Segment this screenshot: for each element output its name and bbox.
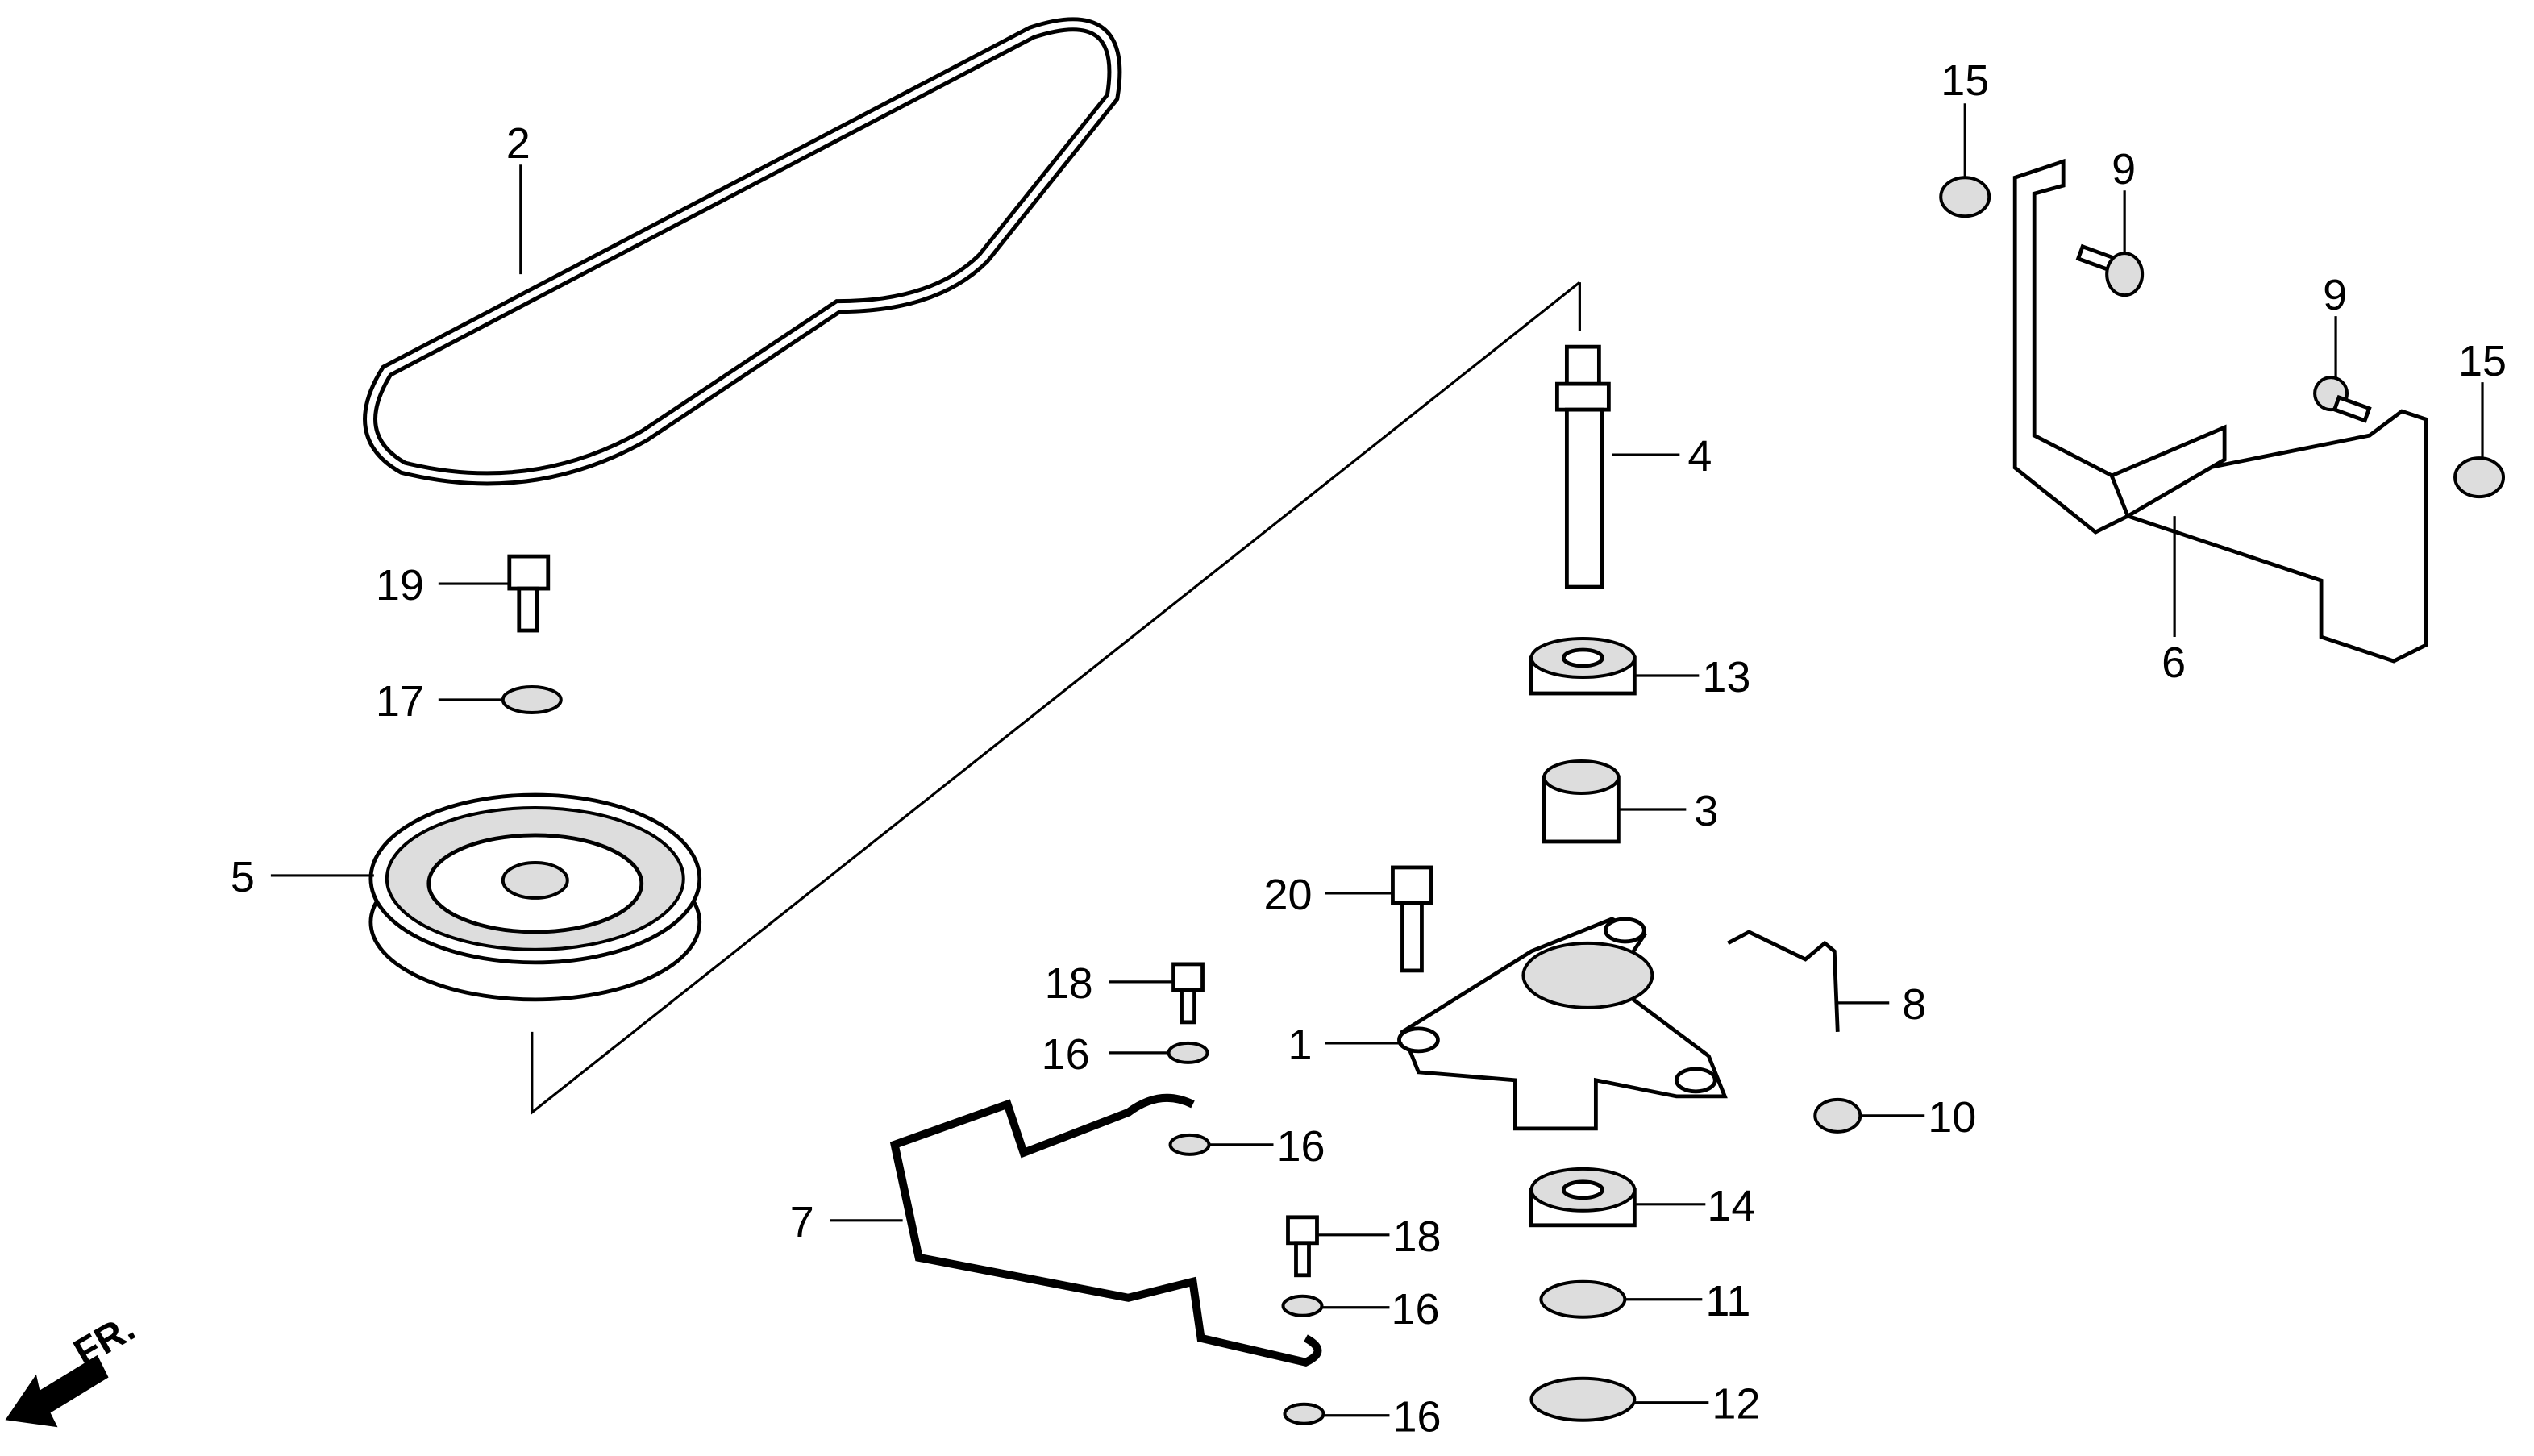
bracket [1727, 930, 1840, 1032]
callout-15: 15 [1941, 56, 1989, 105]
front-direction-arrow: FR. [5, 1307, 142, 1428]
callout-20: 20 [1264, 871, 1313, 919]
callout-9: 9 [2112, 145, 2136, 193]
washer [501, 685, 563, 715]
rod [889, 1093, 1322, 1367]
callout-2: 2 [506, 119, 531, 168]
callout-19: 19 [376, 561, 424, 609]
callout-9: 9 [2323, 271, 2347, 319]
callout-15: 15 [2458, 337, 2507, 385]
callout-6: 6 [2162, 639, 2186, 687]
front-label: FR. [67, 1307, 142, 1375]
washer [1167, 1041, 1209, 1064]
callout-18: 18 [1045, 959, 1093, 1008]
callout-16: 16 [1276, 1122, 1325, 1171]
drive-belt [363, 17, 1122, 486]
washer [1283, 1402, 1325, 1425]
callout-16: 16 [1042, 1030, 1090, 1079]
spindle-housing [1397, 917, 1728, 1131]
callout-13: 13 [1702, 653, 1750, 701]
flange-bolt [507, 554, 551, 633]
flange-bolt [1286, 1215, 1319, 1278]
callout-3: 3 [1694, 787, 1718, 835]
flange-nut [1813, 1097, 1862, 1134]
callout-5: 5 [231, 853, 255, 901]
callout-16: 16 [1391, 1285, 1439, 1333]
flange-bolt [1171, 962, 1205, 1025]
callout-4: 4 [1687, 432, 1712, 480]
leader-lines [270, 103, 2484, 1417]
flange-nut [1939, 176, 1991, 218]
washer [1168, 1133, 1211, 1156]
washer [1529, 1376, 1637, 1422]
bolt [2075, 243, 2145, 297]
callout-17: 17 [376, 677, 424, 726]
flange-nut [2453, 456, 2506, 499]
callout-10: 10 [1928, 1093, 1976, 1142]
callout-16: 16 [1392, 1393, 1441, 1441]
callout-12: 12 [1712, 1380, 1760, 1429]
bolt [2313, 376, 2372, 423]
callout-7: 7 [790, 1198, 814, 1246]
assembly-outline [531, 281, 1581, 1116]
bearing [1529, 637, 1637, 696]
callout-8: 8 [1902, 980, 1926, 1029]
callout-14: 14 [1707, 1182, 1755, 1230]
bearing [1529, 1167, 1637, 1228]
callout-11: 11 [1705, 1277, 1750, 1325]
collar [1542, 759, 1621, 844]
seal [1539, 1279, 1627, 1319]
part-callouts: 2 19 17 5 4 13 3 20 18 16 16 1 8 10 14 7… [231, 56, 2507, 1441]
pulley [368, 792, 702, 1002]
callout-18: 18 [1392, 1213, 1441, 1261]
belt-guard-bracket [2012, 158, 2428, 664]
callout-1: 1 [1288, 1021, 1312, 1069]
spindle-shaft [1554, 344, 1611, 589]
washer [1281, 1294, 1324, 1317]
bolt [1391, 865, 1433, 973]
